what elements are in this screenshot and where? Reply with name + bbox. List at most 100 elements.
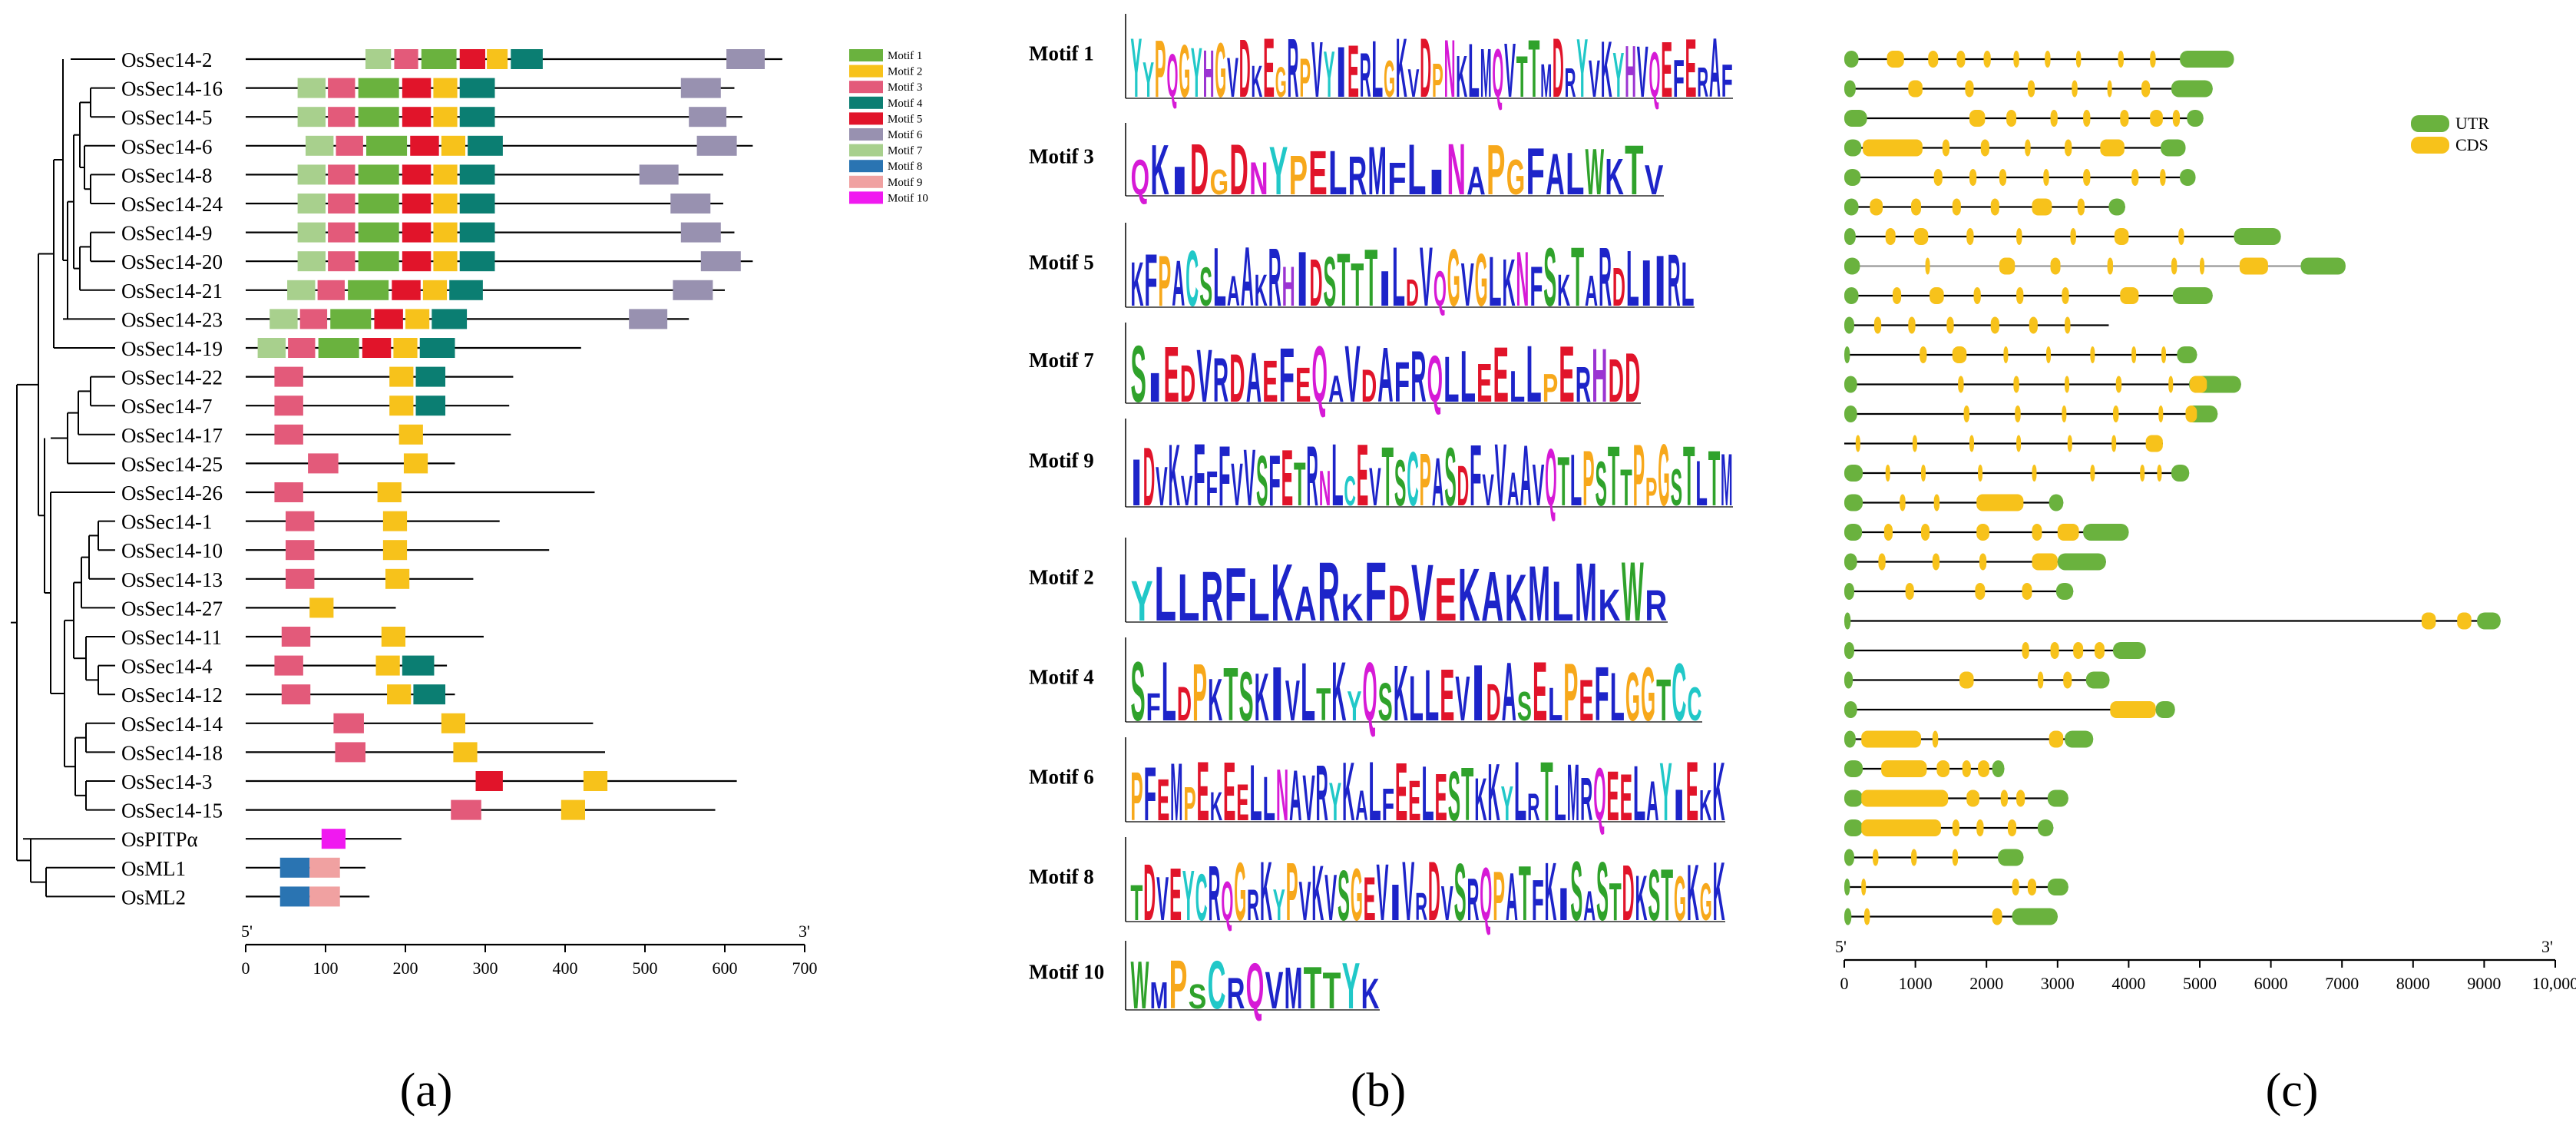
motif-4-box [459, 164, 495, 185]
logo-glyph: V [1407, 61, 1419, 106]
logo-glyph: L [1421, 750, 1433, 837]
motif-2-box [433, 194, 458, 214]
utr-segment [1844, 169, 1861, 186]
utr-segment [1844, 879, 1850, 895]
utr-segment [2047, 789, 2068, 807]
gene-structure-row [1844, 908, 2058, 925]
cds-segment [1878, 553, 1886, 571]
logo-glyph: L [1682, 250, 1695, 319]
cds-segment [1908, 316, 1916, 334]
logo-glyph: V [1244, 433, 1256, 523]
motif-8-box [279, 857, 310, 878]
utr-segment [1844, 51, 1859, 68]
logo-glyph: C [1687, 678, 1701, 731]
motif-7-box [270, 309, 298, 329]
logo-glyph: Y [1324, 38, 1335, 111]
motif-2-box [441, 135, 465, 156]
motif-1-box [330, 309, 372, 329]
logo-glyph: F [1529, 255, 1543, 318]
cds-segment [1952, 198, 1961, 216]
motif-2-box [433, 222, 458, 243]
motif-2-box [422, 280, 448, 300]
logo-glyph: V [1231, 450, 1243, 518]
logo-glyph: S [1517, 684, 1532, 730]
logo-glyph: K [1341, 586, 1364, 629]
logo-glyph: I [1296, 236, 1309, 323]
cds-segment [2190, 376, 2207, 393]
logo-glyph: K [1487, 747, 1500, 838]
motif-7-box [297, 107, 326, 127]
cds-segment [2094, 642, 2105, 659]
logo-glyph: P [1432, 54, 1443, 108]
logo-glyph: C [1185, 234, 1199, 323]
cds-segment [1913, 228, 1929, 245]
axis-tick-label: 4000 [2111, 974, 2145, 993]
logo-glyph: A [1227, 266, 1240, 315]
logo-glyph: S [1596, 846, 1609, 938]
logo-glyph: S [1454, 847, 1467, 938]
gene-structure-row [1844, 612, 2501, 630]
logo-glyph: E [1685, 22, 1697, 115]
motif-2-box [433, 164, 458, 185]
cds-segment [1999, 169, 2007, 186]
legend-swatch [849, 191, 883, 204]
logo-glyph: F [1268, 440, 1281, 521]
motif-2-box [433, 107, 458, 127]
logo-glyph: K [1168, 427, 1180, 525]
cds-segment [1900, 494, 1906, 511]
logo-glyph: A [1506, 859, 1518, 935]
utr-segment [1992, 760, 2005, 777]
logo-glyph: I [1147, 365, 1162, 411]
logo-glyph: S [1338, 856, 1350, 935]
logo-glyph: L [1626, 234, 1639, 323]
logo-glyph: E [1533, 645, 1547, 739]
utr-segment [1844, 257, 1860, 275]
motif-5-box [402, 251, 432, 272]
logo-glyph: L [1249, 749, 1262, 838]
logo-glyph: T [1540, 745, 1553, 839]
motif-6-box [726, 49, 765, 69]
cds-segment [2172, 110, 2181, 127]
cds-segment [1976, 819, 1984, 836]
five-prime-label: 5' [1835, 937, 1847, 956]
legend-label: Motif 8 [888, 161, 922, 173]
logo-glyph: P [1155, 24, 1166, 114]
logo-glyph: I [1427, 162, 1446, 202]
gene-name: OsSec14-16 [121, 78, 223, 101]
logo-glyph: A [1328, 369, 1344, 410]
cds-segment [2158, 405, 2164, 422]
logo-glyph: L [1526, 329, 1541, 419]
logo-glyph: V [1156, 456, 1168, 518]
motif-3-box [286, 540, 315, 561]
logo-glyph: T [1571, 230, 1584, 324]
logo-glyph: Q [1648, 38, 1660, 111]
gene-structure-row [1844, 465, 2190, 482]
legend-swatch [849, 128, 883, 141]
utr-segment [2037, 819, 2054, 836]
logo-label: Motif 5 [1029, 251, 1094, 274]
logo-label: Motif 8 [1029, 866, 1094, 889]
motif-6-box [680, 222, 721, 243]
gene-structure-row [1844, 789, 2068, 807]
logo-glyph: R [1247, 881, 1259, 930]
logo-glyph: Y [1131, 569, 1153, 633]
logo-glyph: V [1285, 668, 1300, 733]
cds-segment [1942, 139, 1950, 157]
logo-glyph: E [1262, 349, 1278, 415]
logo-glyph: P [1486, 130, 1505, 210]
utr-segment [1844, 701, 1857, 718]
logo-glyph: D [1190, 129, 1209, 210]
cds-segment [2141, 80, 2151, 98]
logo-glyph: E [1408, 769, 1420, 833]
legend-label: Motif 3 [888, 81, 922, 94]
utr-segment [1844, 80, 1856, 98]
logo-glyph: H [1592, 333, 1607, 418]
logo-glyph: D [1177, 677, 1192, 731]
cds-segment [2000, 789, 2008, 807]
motif-5-box [402, 194, 432, 214]
motif-3-box [333, 713, 364, 733]
motif-2-box [393, 338, 418, 358]
utr-segment [1844, 316, 1854, 334]
cds-segment [2062, 287, 2069, 304]
